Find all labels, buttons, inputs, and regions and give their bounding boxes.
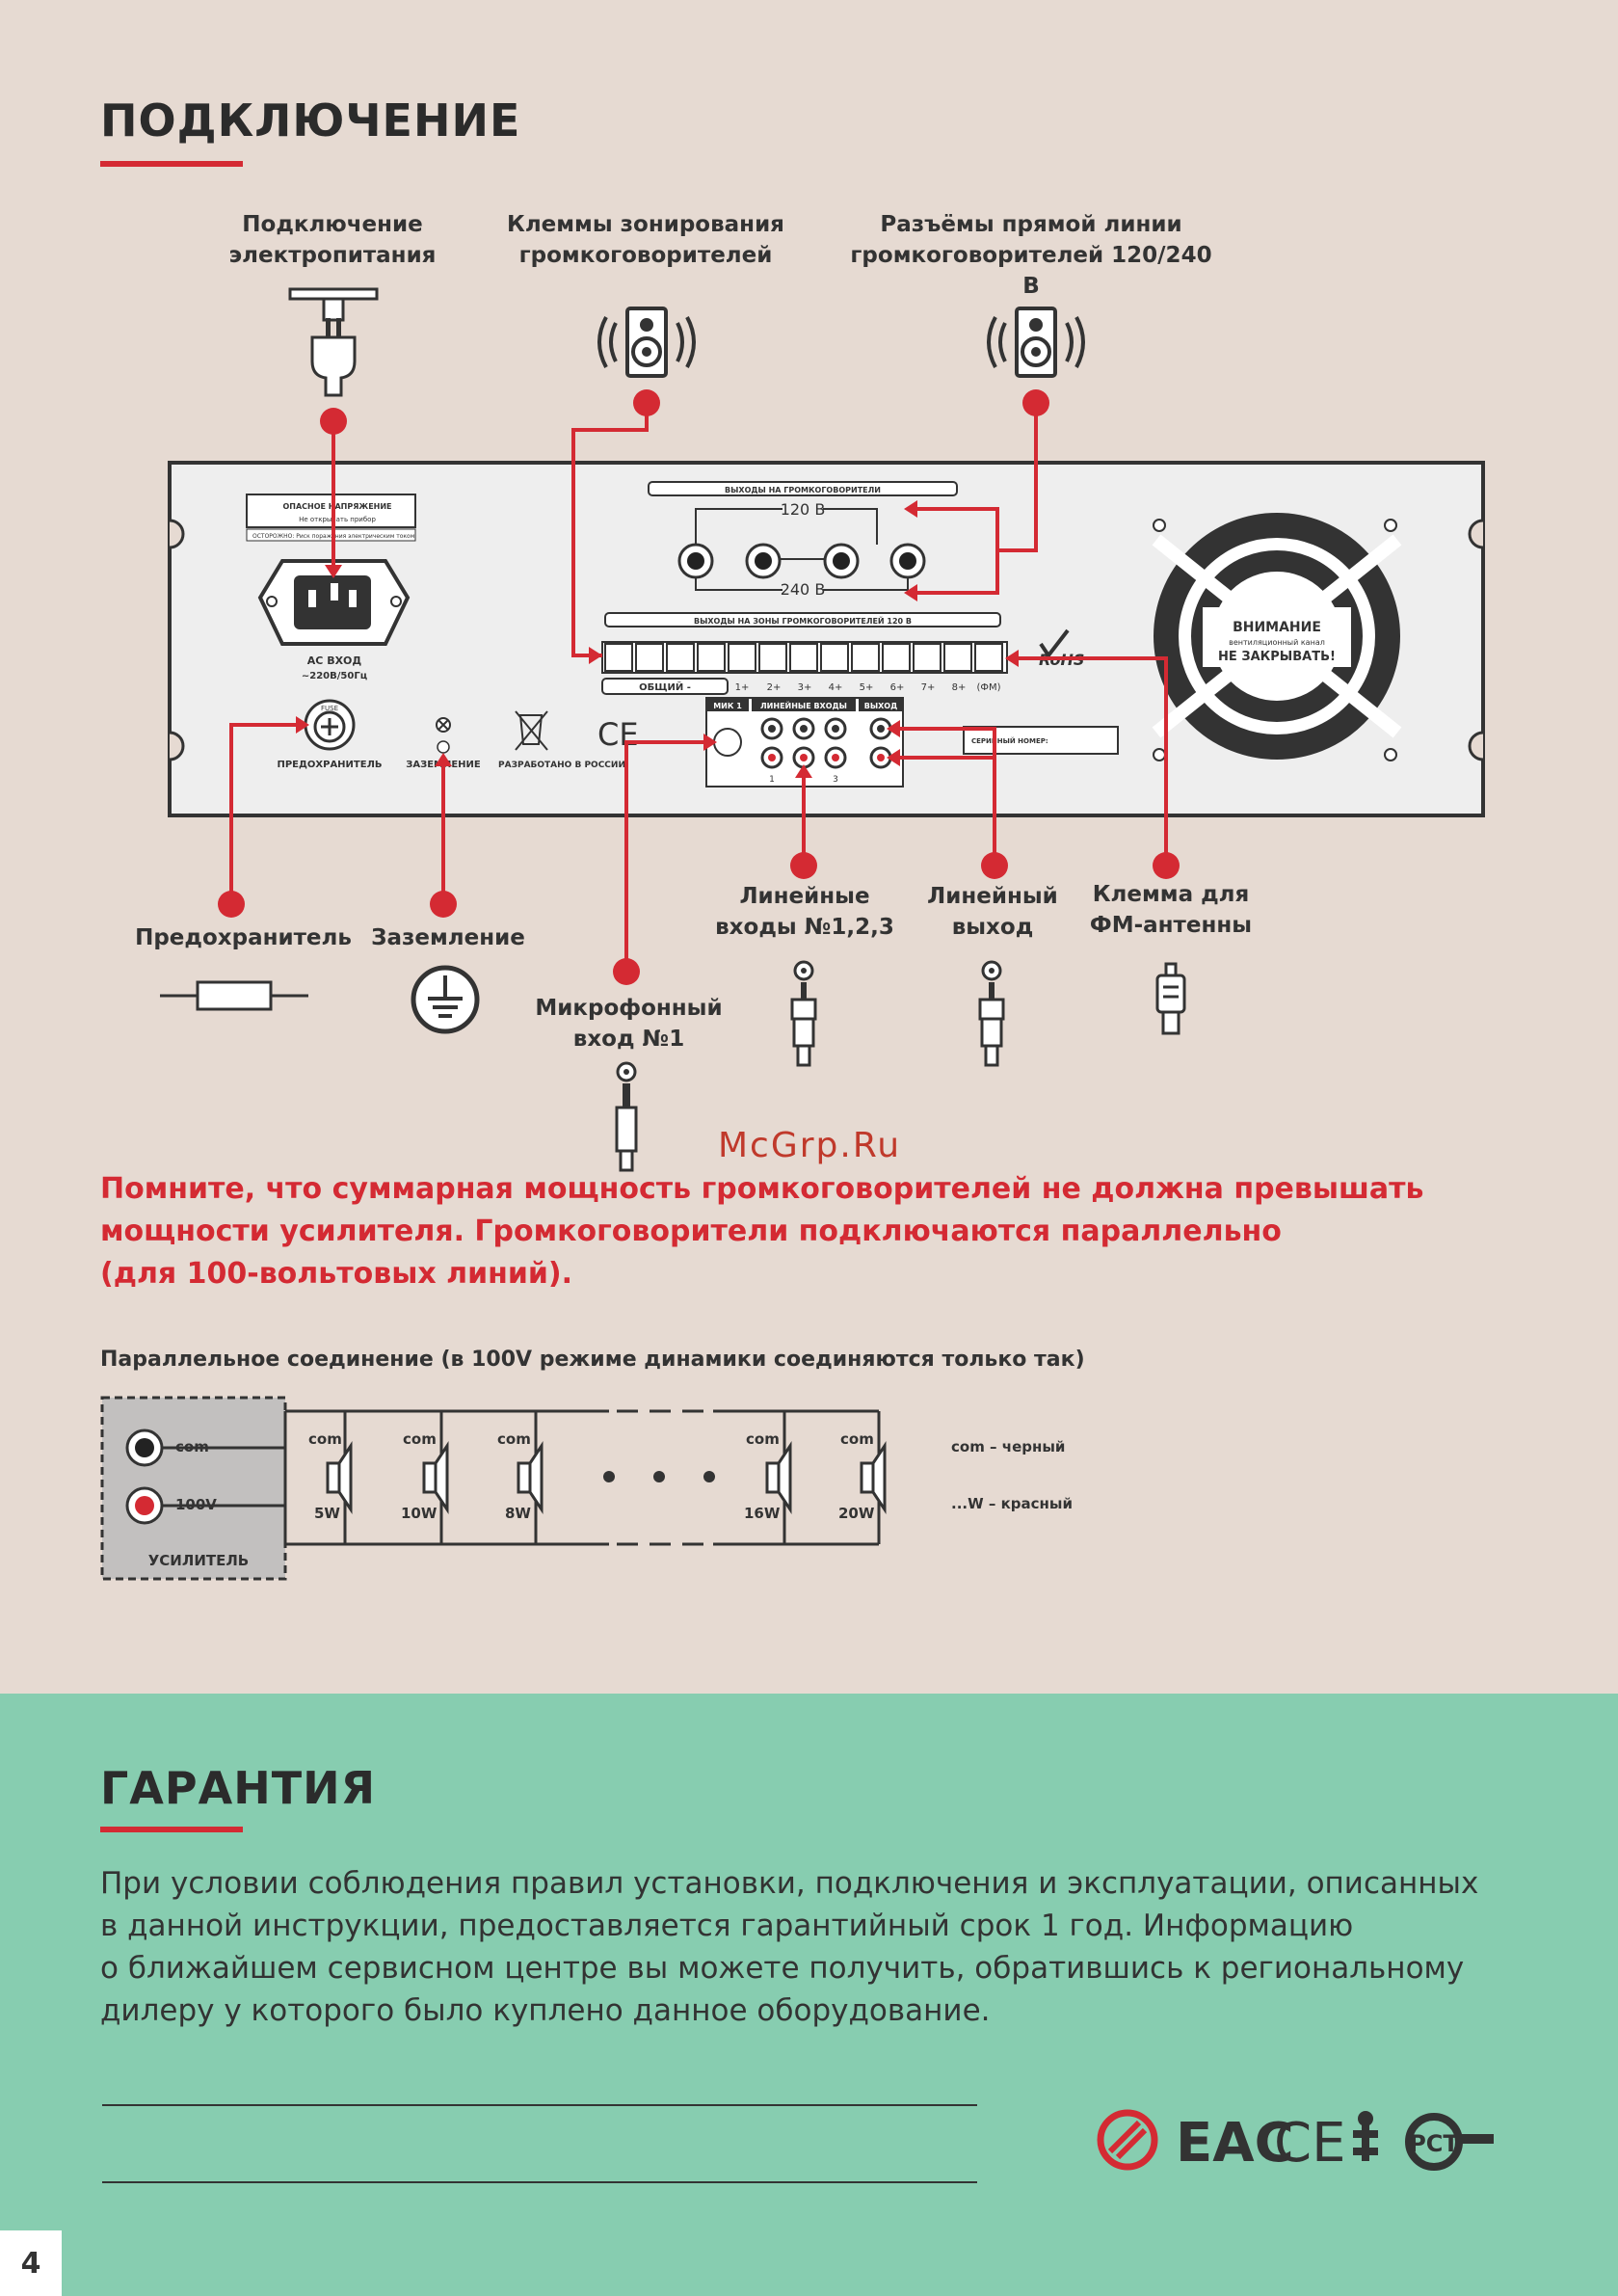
power-warning: Помните, что суммарная мощность громкого… xyxy=(100,1172,1424,1291)
speaker-icon-zones xyxy=(597,307,696,378)
svg-text:10W: 10W xyxy=(401,1505,438,1522)
pct-mark: РСТ xyxy=(1405,2113,1494,2171)
mic-jack-icon xyxy=(615,1061,638,1172)
parallel-title: Параллельное соединение (в 100V режиме д… xyxy=(100,1348,1085,1372)
callout-arrowheads xyxy=(296,500,1019,778)
svg-text:6+: 6+ xyxy=(890,682,905,693)
label-ground: Заземление xyxy=(371,925,525,950)
gost-mark-icon xyxy=(1353,2111,1378,2161)
page-number: 4 xyxy=(0,2230,62,2296)
made-in-label: РАЗРАБОТАНО В РОССИИ xyxy=(498,761,625,770)
fuse-icon xyxy=(160,980,308,1011)
speaker-outputs-title: ВЫХОДЫ НА ГРОМКОГОВОРИТЕЛИ xyxy=(725,486,881,494)
ground-symbol-icon xyxy=(411,965,480,1034)
svg-text:5W: 5W xyxy=(314,1505,340,1522)
signature-line-2 xyxy=(102,2181,977,2183)
legend-com: com – черный xyxy=(951,1438,1065,1455)
cooling-fan: ВНИМАНИЕ вентиляционный канал НЕ ЗАКРЫВА… xyxy=(1152,513,1402,761)
zone-terminal-strip xyxy=(601,641,1008,674)
speaker-icon-direct xyxy=(987,307,1085,378)
serial-number-label: СЕРИЙНЫЙ НОМЕР: xyxy=(971,736,1048,745)
svg-text:МИК 1: МИК 1 xyxy=(713,702,742,710)
ac-input-label: AC ВХОД xyxy=(307,654,362,667)
fuse-holder: FUSE xyxy=(304,699,356,751)
panel-ce-mark: CE xyxy=(597,716,639,753)
common-terminal-label: ОБЩИЙ - xyxy=(639,681,691,693)
svg-text:8+: 8+ xyxy=(952,682,967,693)
rca-plug-icon-inputs xyxy=(790,960,817,1067)
svg-text:РСТ: РСТ xyxy=(1409,2130,1459,2157)
svg-text:ВЫХОД: ВЫХОД xyxy=(864,702,897,710)
ac-socket xyxy=(257,559,411,646)
weee-bin-icon xyxy=(515,710,548,751)
svg-text:8W: 8W xyxy=(505,1505,531,1522)
rear-panel-diagram: ОПАСНОЕ НАПРЯЖЕНИЕ Не открывать прибор О… xyxy=(160,287,1485,1172)
speaker-symbols xyxy=(326,1441,887,1514)
zone-terminal-labels: 1+ 2+ 3+ 4+ 5+ 6+ 7+ 8+ (ФМ) xyxy=(735,682,1001,693)
svg-text:com: com xyxy=(308,1430,342,1448)
svg-text:ВНИМАНИЕ: ВНИМАНИЕ xyxy=(1233,620,1321,635)
svg-text:1: 1 xyxy=(769,775,775,785)
v120-label: 120 В xyxy=(781,500,826,519)
callout-dots xyxy=(218,389,1180,985)
guarantee-section xyxy=(0,1694,1618,2296)
svg-text:(ФМ): (ФМ) xyxy=(976,682,1000,693)
guarantee-text: При условии соблюдения правил установки,… xyxy=(100,1866,1479,2028)
svg-text:НЕ ЗАКРЫВАТЬ!: НЕ ЗАКРЫВАТЬ! xyxy=(1218,650,1336,664)
speaker-output-jacks xyxy=(677,543,926,579)
svg-text:20W: 20W xyxy=(838,1505,875,1522)
speaker-labels: com 5W com 10W com 8W com 16W com 20W xyxy=(308,1430,875,1522)
svg-text:ЛИНЕЙНЫЕ ВХОДЫ: ЛИНЕЙНЫЕ ВХОДЫ xyxy=(760,700,847,710)
svg-text:16W: 16W xyxy=(744,1505,781,1522)
panel-fuse-label: ПРЕДОХРАНИТЕЛЬ xyxy=(277,760,382,770)
power-plug-icon xyxy=(288,287,379,397)
svg-text:5+: 5+ xyxy=(860,682,874,693)
svg-text:вентиляционный канал: вентиляционный канал xyxy=(1229,638,1325,647)
zones-title: ВЫХОДЫ НА ЗОНЫ ГРОМКОГОВОРИТЕЛЕЙ 120 В xyxy=(694,615,912,626)
callout-lines xyxy=(229,403,1168,974)
eac-mark: ЕАС xyxy=(1176,2112,1294,2175)
rear-panel: ОПАСНОЕ НАПРЯЖЕНИЕ Не открывать прибор О… xyxy=(168,461,1485,817)
section-title-connection: ПОДКЛЮЧЕНИЕ xyxy=(100,94,521,147)
certification-marks: ЕАС CE РСТ xyxy=(1097,2109,1494,2175)
signature-line-1 xyxy=(102,2104,977,2106)
title-underline xyxy=(100,161,243,167)
svg-text:4+: 4+ xyxy=(829,682,843,693)
v240-label: 240 В xyxy=(781,580,826,599)
section-title-guarantee: ГАРАНТИЯ xyxy=(100,1762,377,1814)
legend-w: ...W – красный xyxy=(951,1495,1073,1512)
svg-text:com: com xyxy=(497,1430,531,1448)
svg-text:3: 3 xyxy=(833,775,838,785)
watermark: McGrp.Ru xyxy=(718,1126,902,1165)
label-fuse: Предохранитель xyxy=(135,925,352,950)
svg-text:2+: 2+ xyxy=(767,682,782,693)
svg-text:com: com xyxy=(746,1430,780,1448)
svg-text:com: com xyxy=(840,1430,874,1448)
ac-input-voltage: ~220В/50Гц xyxy=(302,671,367,681)
svg-text:com: com xyxy=(403,1430,437,1448)
brand-logo-icon xyxy=(1097,2109,1158,2171)
svg-text:7+: 7+ xyxy=(921,682,936,693)
title-underline-guarantee xyxy=(100,1827,243,1832)
ce-mark: CE xyxy=(1274,2112,1345,2175)
rca-plug-icon-output xyxy=(978,960,1005,1067)
svg-text:1+: 1+ xyxy=(735,682,750,693)
svg-text:FUSE: FUSE xyxy=(321,705,338,712)
svg-text:3+: 3+ xyxy=(798,682,812,693)
panel-warning-title: ОПАСНОЕ НАПРЯЖЕНИЕ xyxy=(282,502,391,511)
fm-antenna-plug-icon xyxy=(1155,962,1186,1035)
amp-label: УСИЛИТЕЛЬ xyxy=(148,1552,250,1569)
panel-warning-sub: Не открывать прибор xyxy=(299,516,376,523)
